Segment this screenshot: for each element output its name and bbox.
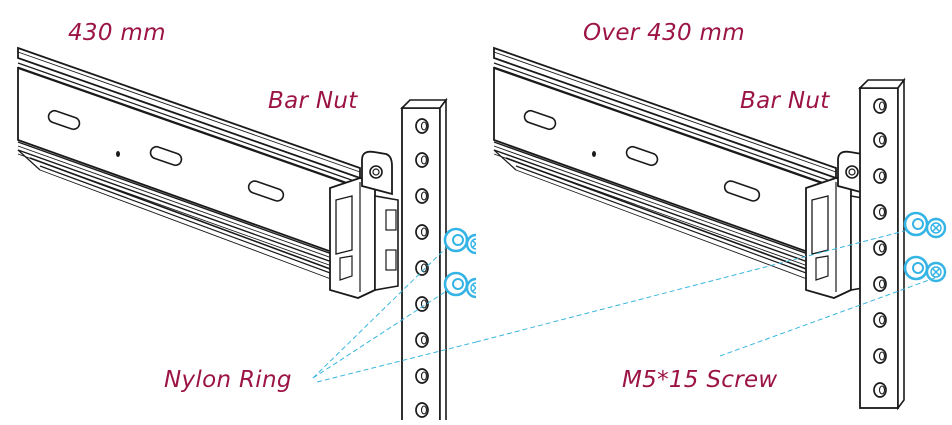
right-lower-screw-set [903, 255, 947, 283]
left-slide-rail [17, 47, 399, 299]
left-panel [17, 47, 476, 420]
left-width-label: 430 mm [68, 20, 166, 46]
right-width-label: Over 430 mm [583, 20, 745, 46]
left-bar-nut-label: Bar Nut [268, 88, 358, 114]
right-slide-rail [493, 47, 875, 299]
screw-label: M5*15 Screw [622, 367, 778, 393]
right-bar-nut-label: Bar Nut [740, 88, 830, 114]
right-rack-post [859, 79, 905, 409]
right-upper-screw-set [903, 211, 947, 239]
left-upper-screw-set [443, 227, 476, 255]
left-leader-lines [312, 245, 476, 383]
right-leader-lines [476, 229, 941, 357]
left-rack-post [401, 99, 447, 420]
nylon-ring-label: Nylon Ring [164, 367, 292, 393]
left-lower-screw-set [443, 271, 476, 299]
right-panel [476, 47, 947, 409]
